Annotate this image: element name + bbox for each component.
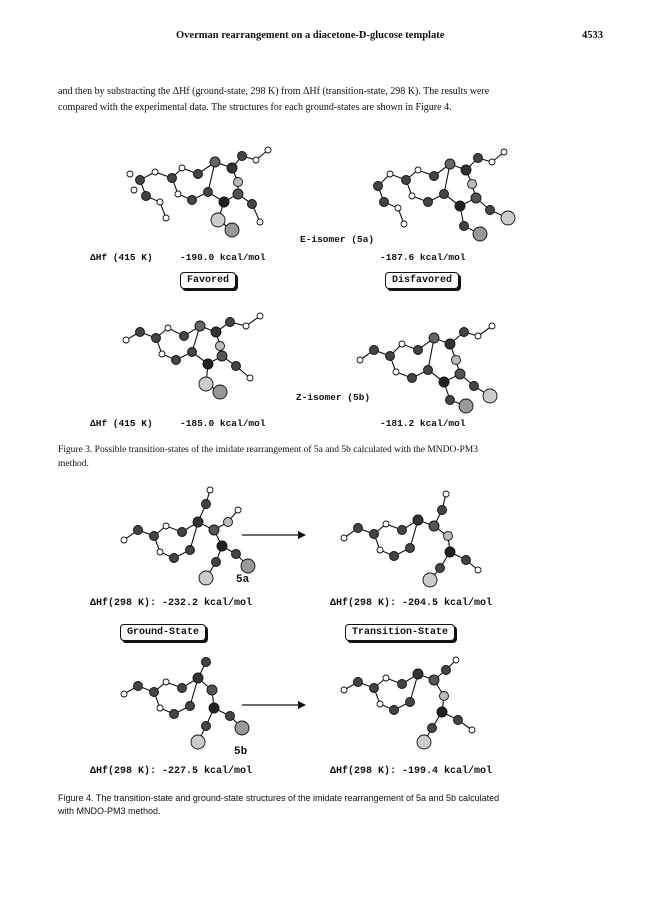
- fig3-row2-left-prefix: ΔHf (415 K): [90, 418, 153, 429]
- z-isomer-label: Z-isomer (5b): [296, 392, 371, 403]
- molecule-ts-5b: [340, 656, 476, 750]
- compound-label-5b: 5b: [234, 746, 248, 758]
- reaction-arrow-5b: [242, 701, 306, 709]
- fig4-row2-right: ΔHf(298 K): -199.4 kcal/mol: [330, 766, 493, 777]
- favored-label: Favored: [180, 272, 237, 289]
- molecule-ts-5a: [340, 490, 482, 588]
- figure-3-caption-line-1: Figure 3. Possible transition-states of …: [58, 445, 479, 455]
- reaction-arrow-5a: [242, 531, 306, 539]
- fig3-row1-right-value: -187.6 kcal/mol: [380, 252, 466, 263]
- molecule-ts-e-disfavored: [373, 148, 516, 242]
- fig3-row2-right-value: -181.2 kcal/mol: [380, 418, 466, 429]
- disfavored-label: Disfavored: [385, 272, 460, 289]
- fig3-row2-left-value: -185.0 kcal/mol: [180, 418, 266, 429]
- molecule-ts-z-favored: [122, 312, 264, 400]
- figure-4-caption-line-1: Figure 4. The transition-state and groun…: [58, 793, 500, 803]
- molecule-gs-5a: [120, 486, 256, 586]
- running-header-title: Overman rearrangement on a diacetone-D-g…: [176, 30, 445, 41]
- ground-state-label: Ground-State: [120, 624, 207, 641]
- compound-label-5a: 5a: [236, 574, 250, 586]
- fig3-row1-left-value: -190.0 kcal/mol: [180, 252, 266, 263]
- figure-4-caption-line-2: with MNDO-PM3 method.: [58, 806, 161, 816]
- molecule-gs-5b: [120, 657, 250, 750]
- intro-line-2: compared with the experimental data. The…: [58, 102, 452, 113]
- e-isomer-label: E-isomer (5a): [300, 234, 375, 245]
- fig4-row1-left: ΔHf(298 K): -232.2 kcal/mol: [90, 598, 253, 609]
- figure-3-caption-line-2: method.: [58, 459, 89, 469]
- intro-line-1: and then by substracting the ΔHf (ground…: [58, 86, 490, 97]
- page-number: 4533: [582, 30, 603, 41]
- fig4-row2-left: ΔHf(298 K): -227.5 kcal/mol: [90, 766, 253, 777]
- fig3-row1-left-prefix: ΔHf (415 K): [90, 252, 153, 263]
- fig4-row1-right: ΔHf(298 K): -204.5 kcal/mol: [330, 598, 493, 609]
- molecule-ts-z-disfavored: [356, 322, 498, 414]
- molecule-ts-e-favored: [126, 146, 272, 238]
- transition-state-label: Transition-State: [345, 624, 456, 641]
